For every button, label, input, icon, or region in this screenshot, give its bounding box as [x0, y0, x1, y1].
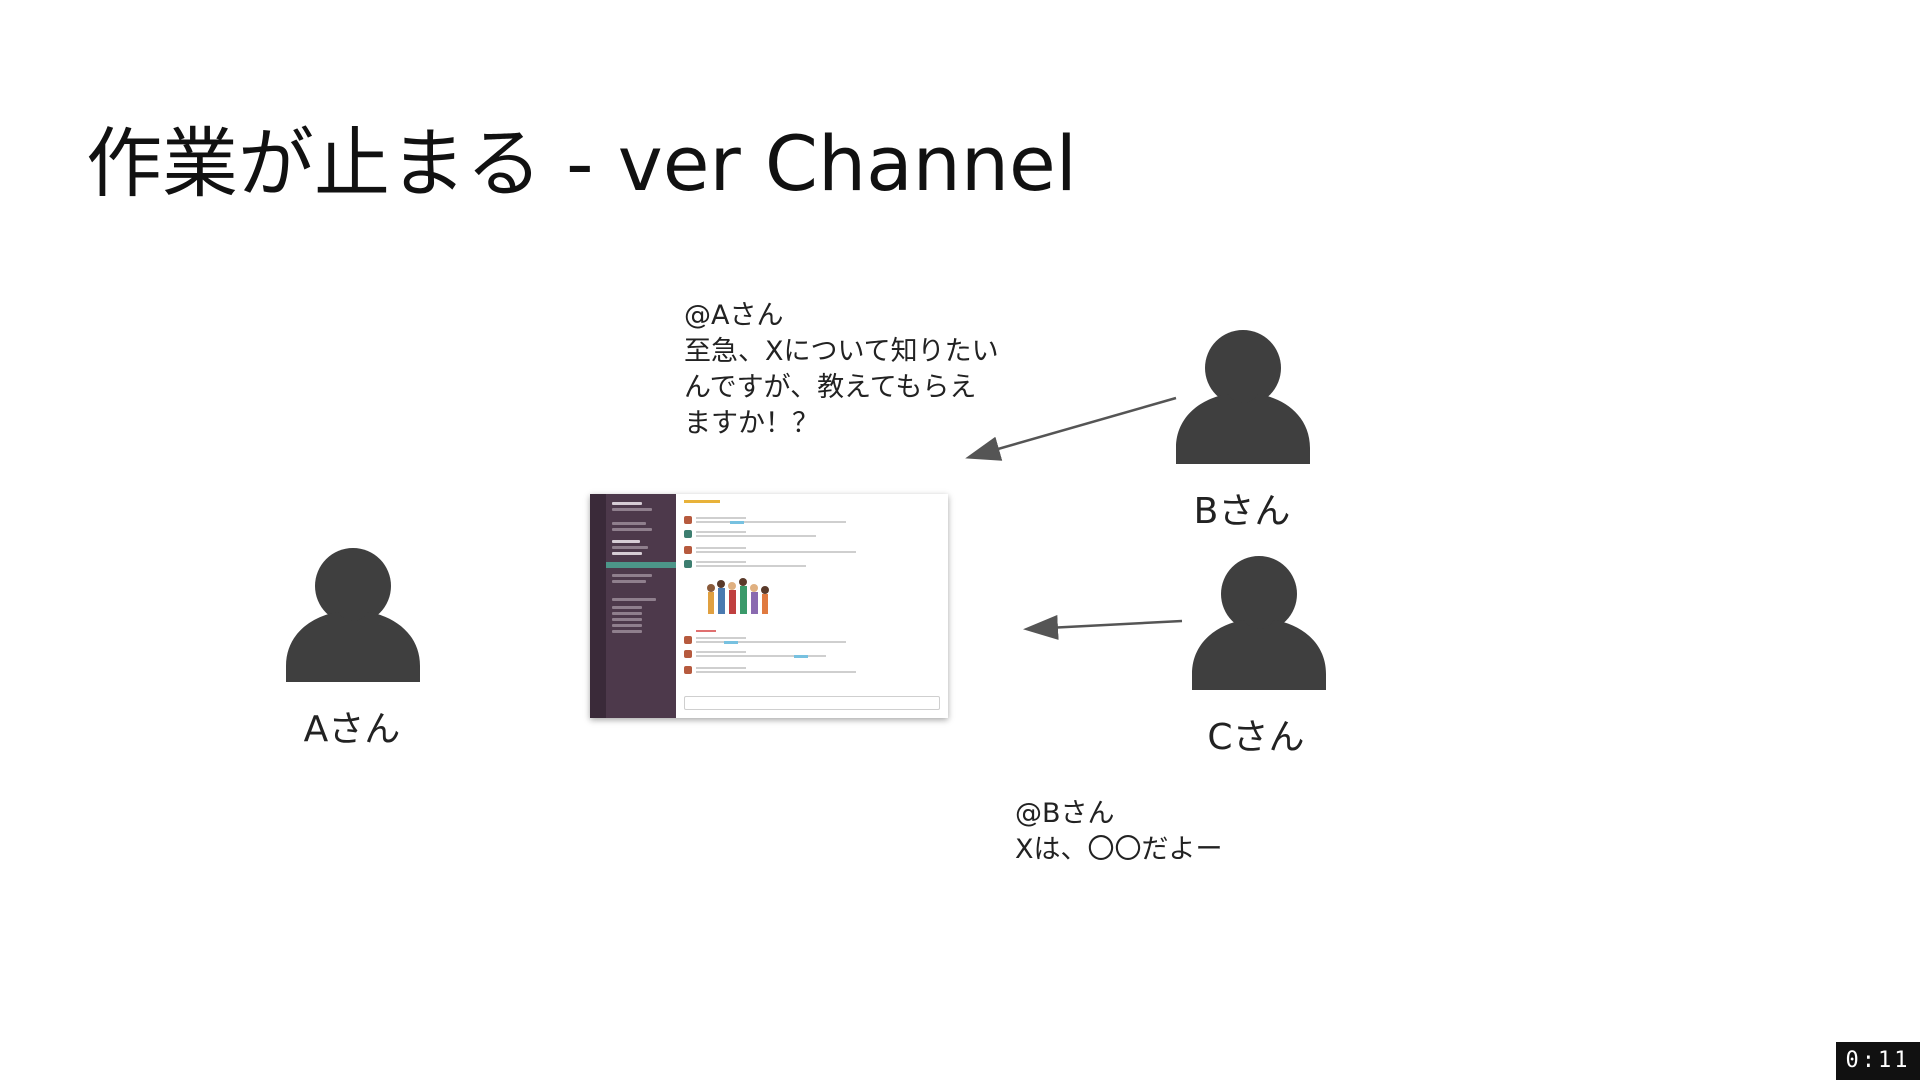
- person-icon: [286, 548, 420, 682]
- person-c: [1192, 556, 1326, 696]
- person-a-label: Aさん: [303, 709, 401, 750]
- arrow-b-to-channel: [965, 396, 1177, 461]
- app-sidebar: [606, 494, 676, 718]
- illustration-icon: [707, 578, 769, 614]
- chat-app-icon: [590, 494, 948, 718]
- app-rail: [590, 494, 606, 718]
- arrow-c-to-channel: [1023, 614, 1183, 640]
- app-main: [676, 494, 948, 718]
- elapsed-time: 0:11: [1836, 1042, 1920, 1080]
- person-icon: [1192, 556, 1326, 690]
- message-to-a: @Aさん 至急、Xについて知りたい んですが、教えてもらえ ますか！？: [684, 300, 999, 439]
- person-b: [1176, 330, 1310, 470]
- person-c-label: Cさん: [1207, 717, 1305, 758]
- slide-title: 作業が止まる - ver Channel: [86, 119, 1077, 208]
- person-b-label: Bさん: [1193, 491, 1291, 532]
- person-icon: [1176, 330, 1310, 464]
- person-a: [286, 548, 420, 688]
- message-to-b: @Bさん Xは、〇〇だよー: [1015, 798, 1223, 865]
